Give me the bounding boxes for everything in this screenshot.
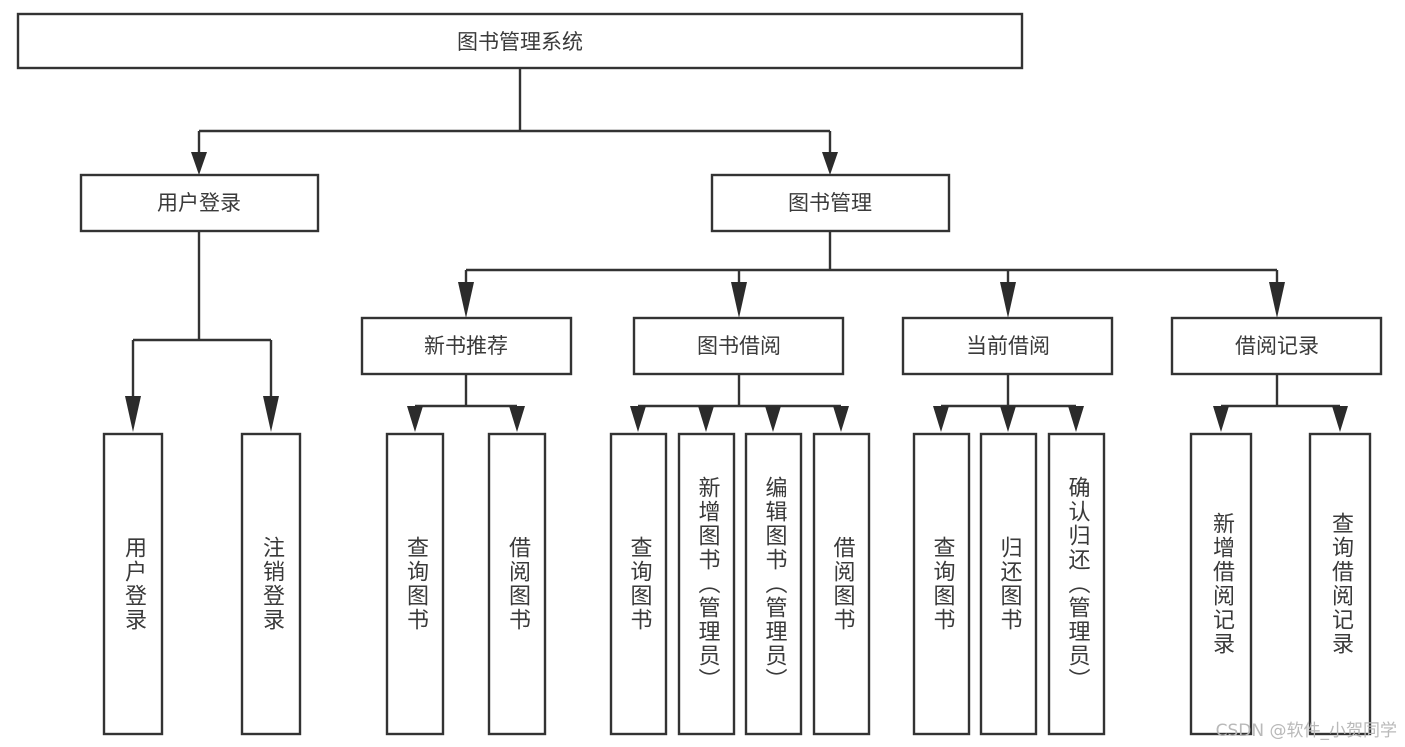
arrowhead-leaf10 <box>1000 406 1016 432</box>
node-leaf8-box[interactable] <box>812 432 871 736</box>
arrowhead-leaf3 <box>407 406 423 432</box>
node-newbooks[interactable]: 新书推荐 <box>360 316 573 376</box>
node-leaf5-box[interactable] <box>609 432 668 736</box>
node-borrow-label: 图书借阅 <box>697 334 781 358</box>
connector-group-root <box>191 68 838 175</box>
arrowhead-leaf8 <box>833 406 849 432</box>
node-bookmgmt[interactable]: 图书管理 <box>710 173 951 233</box>
connector-group-current <box>933 374 1084 432</box>
node-root[interactable]: 图书管理系统 <box>16 12 1024 70</box>
node-leaf12-box[interactable] <box>1189 432 1253 736</box>
arrowhead-leaf4 <box>509 406 525 432</box>
node-leaf2-box[interactable] <box>240 432 302 736</box>
node-records-label: 借阅记录 <box>1235 334 1319 358</box>
arrowhead-leaf2 <box>263 396 279 432</box>
connector-group-bookmgmt <box>458 231 1285 318</box>
node-records-box[interactable] <box>1170 316 1383 376</box>
node-borrow[interactable]: 图书借阅 <box>632 316 845 376</box>
arrowhead-leaf7 <box>765 406 781 432</box>
node-leaf9-box[interactable] <box>912 432 971 736</box>
node-leaf3-box[interactable] <box>385 432 445 736</box>
arrowhead-newbooks <box>458 282 474 318</box>
connector-group-records <box>1213 374 1348 432</box>
node-current-label: 当前借阅 <box>966 334 1050 358</box>
node-leaf7-box[interactable] <box>744 432 803 736</box>
node-newbooks-label: 新书推荐 <box>424 334 508 358</box>
arrowhead-leaf12 <box>1213 406 1229 432</box>
arrowhead-leaf5 <box>630 406 646 432</box>
arrowhead-leaf11 <box>1068 406 1084 432</box>
node-root-box[interactable] <box>16 12 1024 70</box>
node-current-box[interactable] <box>901 316 1114 376</box>
arrowhead-borrow <box>731 282 747 318</box>
arrowhead-leaf9 <box>933 406 949 432</box>
node-current[interactable]: 当前借阅 <box>901 316 1114 376</box>
arrowhead-leaf13 <box>1332 406 1348 432</box>
node-login-box[interactable] <box>79 173 320 233</box>
arrowhead-records <box>1269 282 1285 318</box>
node-login-label: 用户登录 <box>157 191 241 215</box>
connector-group-newbooks <box>407 374 525 432</box>
node-bookmgmt-box[interactable] <box>710 173 951 233</box>
arrowhead-leaf6 <box>698 406 714 432</box>
connector-group-borrow <box>630 374 849 432</box>
node-leaf10-box[interactable] <box>979 432 1038 736</box>
arrowhead-bookmgmt <box>822 152 838 175</box>
node-login[interactable]: 用户登录 <box>79 173 320 233</box>
arrowhead-current <box>1000 282 1016 318</box>
arrowhead-leaf1 <box>125 396 141 432</box>
node-leaf13-box[interactable] <box>1308 432 1372 736</box>
arrowhead-login <box>191 152 207 175</box>
node-newbooks-box[interactable] <box>360 316 573 376</box>
connector-group-login <box>125 231 279 432</box>
node-leaf11-box[interactable] <box>1047 432 1106 736</box>
node-bookmgmt-label: 图书管理 <box>788 191 872 215</box>
node-leaf6-box[interactable] <box>677 432 736 736</box>
node-leaf4-box[interactable] <box>487 432 547 736</box>
node-borrow-box[interactable] <box>632 316 845 376</box>
node-root-label: 图书管理系统 <box>457 30 583 54</box>
node-leaf1-box[interactable] <box>102 432 164 736</box>
node-records[interactable]: 借阅记录 <box>1170 316 1383 376</box>
